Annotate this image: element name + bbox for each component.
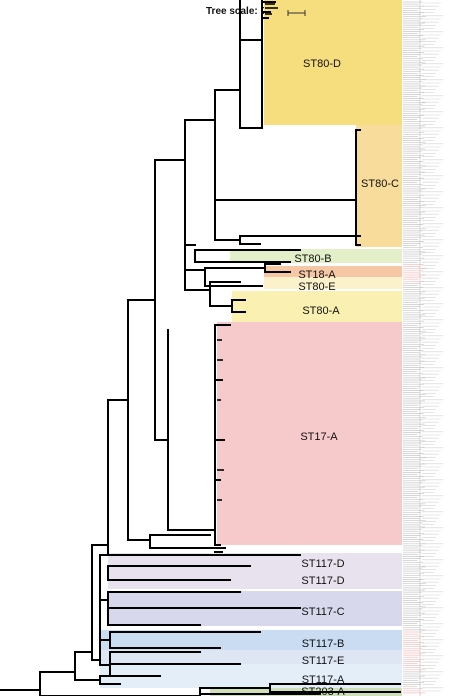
clade-band (100, 650, 402, 664)
clade-band (108, 553, 402, 567)
clade-band (230, 249, 402, 263)
tree-branches (0, 0, 401, 696)
clade-band (232, 291, 402, 322)
clade-band (264, 0, 402, 125)
clade-band (264, 277, 402, 289)
clade-label: ST117-A (302, 674, 345, 686)
tree-scale-bar (287, 10, 306, 16)
clade-label: ST80-E (298, 281, 335, 293)
clade-label: ST203-A (301, 686, 345, 696)
clade-label: ST80-D (303, 58, 341, 70)
tree-scale-label: Tree scale: 0.01 (206, 6, 280, 17)
clade-label: ST80-C (361, 178, 399, 190)
tip-label-column (403, 0, 444, 696)
clade-label: ST80-A (302, 305, 340, 317)
clade-label: ST117-E (302, 655, 345, 667)
clade-label: ST117-C (301, 606, 344, 618)
clade-label: ST80-B (294, 253, 331, 265)
clade-band (108, 567, 402, 589)
clade-label: ST117-D (301, 575, 344, 587)
clade-label: ST117-B (302, 638, 345, 650)
clade-band (356, 125, 402, 247)
clade-label: ST117-D (301, 558, 344, 570)
clade-label: ST17-A (300, 431, 338, 443)
clade-band (100, 630, 402, 650)
clade-band (217, 322, 402, 545)
clade-label: ST18-A (298, 269, 336, 281)
clade-band (264, 266, 402, 277)
